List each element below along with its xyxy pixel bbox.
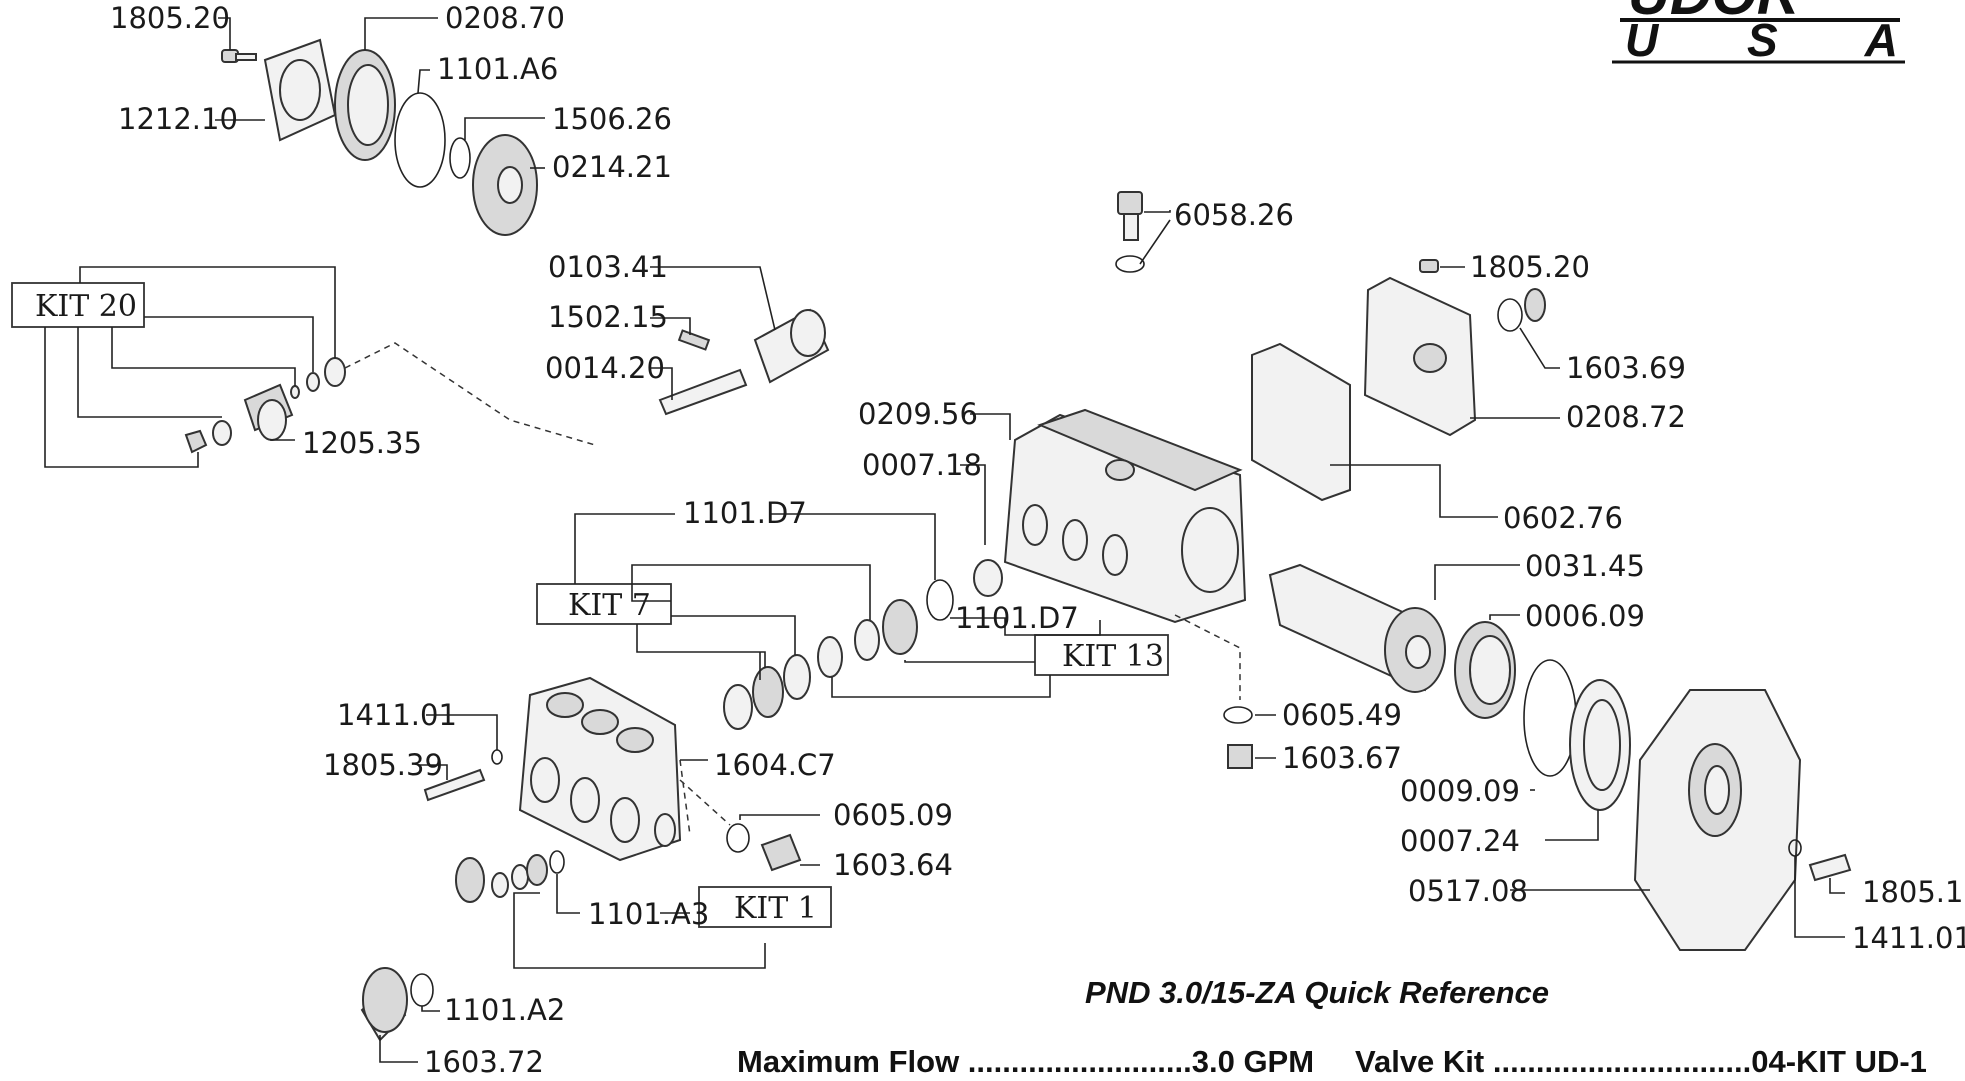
manifold-small-parts <box>360 749 802 1042</box>
part-label: 0605.49 <box>1282 698 1402 732</box>
pin-part <box>677 329 711 351</box>
leader-0007-18 <box>960 464 986 545</box>
part-label: 0602.76 <box>1503 501 1623 535</box>
part-label: 0209.56 <box>858 397 978 431</box>
part-label: 1502.15 <box>548 300 668 334</box>
part-label: 1805.39 <box>323 748 443 782</box>
part-label: 1604.C7 <box>714 748 836 782</box>
kit-7-13-leaders <box>574 513 1101 698</box>
oil-seal-part <box>973 559 1003 597</box>
part-label: 1411.01 <box>337 698 457 732</box>
kit-20-label: KIT 20 <box>35 289 137 324</box>
connecting-rod-leaders <box>650 266 776 400</box>
part-label: 0605.09 <box>833 798 953 832</box>
crankshaft-leaders <box>1434 564 1599 841</box>
udor-usa-logo: UDOR U S A <box>1612 0 1936 66</box>
quick-reference-row-right: Valve Kit ..............................… <box>1355 1044 1927 1077</box>
part-label: 0006.09 <box>1525 599 1645 633</box>
part-label: 0014.20 <box>545 351 665 385</box>
part-label: 1603.67 <box>1282 741 1402 775</box>
part-label: 1212.10 <box>118 102 238 136</box>
part-label: 0208.70 <box>445 1 565 35</box>
part-label: 1101.A3 <box>588 897 709 931</box>
kit-7-label: KIT 7 <box>568 588 651 623</box>
part-label: 6058.26 <box>1174 198 1294 232</box>
connecting-rod-assembly <box>658 308 830 416</box>
roller-bearing-part <box>1454 621 1516 719</box>
crankcase-part <box>1003 408 1247 624</box>
part-label: 1603.72 <box>424 1045 544 1077</box>
part-label: 1205.35 <box>302 426 422 460</box>
bearing-cover-leaders <box>1510 856 1845 938</box>
logo-top-text: UDOR <box>1628 0 1799 27</box>
part-label: 1805.19 <box>1862 875 1965 909</box>
rear-cover-assembly <box>1251 259 1546 502</box>
part-label: 1603.69 <box>1566 351 1686 385</box>
logo-sub-text: U S A <box>1625 14 1936 66</box>
plunger-part <box>658 368 748 416</box>
seal-flange-assembly <box>221 38 538 236</box>
kit-20-box <box>11 282 145 328</box>
kit-7-box <box>536 583 672 625</box>
manifold-head-part <box>518 676 682 862</box>
drain-washer-part <box>1223 706 1253 724</box>
part-label: 0009.09 <box>1400 774 1520 808</box>
plug-1603-69-part <box>1524 288 1546 322</box>
part-label: 0007.18 <box>862 448 982 482</box>
drain-plug-part <box>1227 744 1253 769</box>
quick-reference-row-left: Maximum Flow ..........................3… <box>737 1044 1314 1077</box>
leader-6058 <box>1139 210 1171 265</box>
screw-1805-19-part <box>1808 853 1852 882</box>
part-label: 1506.26 <box>552 102 672 136</box>
kit-13-box <box>1034 634 1169 676</box>
screw-part <box>221 49 257 63</box>
part-label: 0517.08 <box>1408 874 1528 908</box>
snap-ring-part <box>1523 659 1577 777</box>
part-label: 0214.21 <box>552 150 672 184</box>
crankshaft-part <box>1268 563 1446 693</box>
part-label: 1411.01 <box>1852 921 1965 955</box>
cover-screw-part <box>1419 259 1439 273</box>
part-label: 0031.45 <box>1525 549 1645 583</box>
part-label: 1101.A6 <box>437 52 558 86</box>
leader-lines-top-left <box>215 17 545 169</box>
manifold-dashed-line <box>679 759 731 836</box>
part-label: 1603.64 <box>833 848 953 882</box>
part-label: 1101.D7 <box>955 601 1079 635</box>
flange-bore <box>279 59 321 121</box>
kit-20-leaders <box>44 266 596 468</box>
kit-13-label: KIT 13 <box>1062 639 1164 674</box>
leader-0209 <box>970 413 1011 440</box>
kit-1-label: KIT 1 <box>734 891 817 926</box>
drain-dashed-line <box>1174 614 1241 700</box>
part-label: 0007.24 <box>1400 824 1520 858</box>
packing-parts <box>723 579 954 730</box>
bearing-cover-part <box>1633 689 1802 951</box>
part-label: 0208.72 <box>1566 400 1686 434</box>
gasket-part <box>1251 342 1351 502</box>
part-label: 1101.D7 <box>683 496 807 530</box>
part-label: 0103.41 <box>548 250 668 284</box>
kit-1-box <box>698 886 832 928</box>
rear-cover-leaders <box>1330 266 1560 518</box>
o-ring-part <box>394 92 446 188</box>
drain-leaders <box>1255 714 1276 759</box>
part-label: 1805.20 <box>1470 250 1590 284</box>
quick-reference-title: PND 3.0/15-ZA Quick Reference <box>1085 975 1549 1010</box>
washer-part <box>1497 298 1523 332</box>
oil-fill-plug-part <box>1115 191 1145 273</box>
part-label: 1805.20 <box>110 1 230 35</box>
part-label: 1101.A2 <box>444 993 565 1027</box>
manifold-leaders <box>379 714 820 1063</box>
circlip-part <box>449 137 471 179</box>
